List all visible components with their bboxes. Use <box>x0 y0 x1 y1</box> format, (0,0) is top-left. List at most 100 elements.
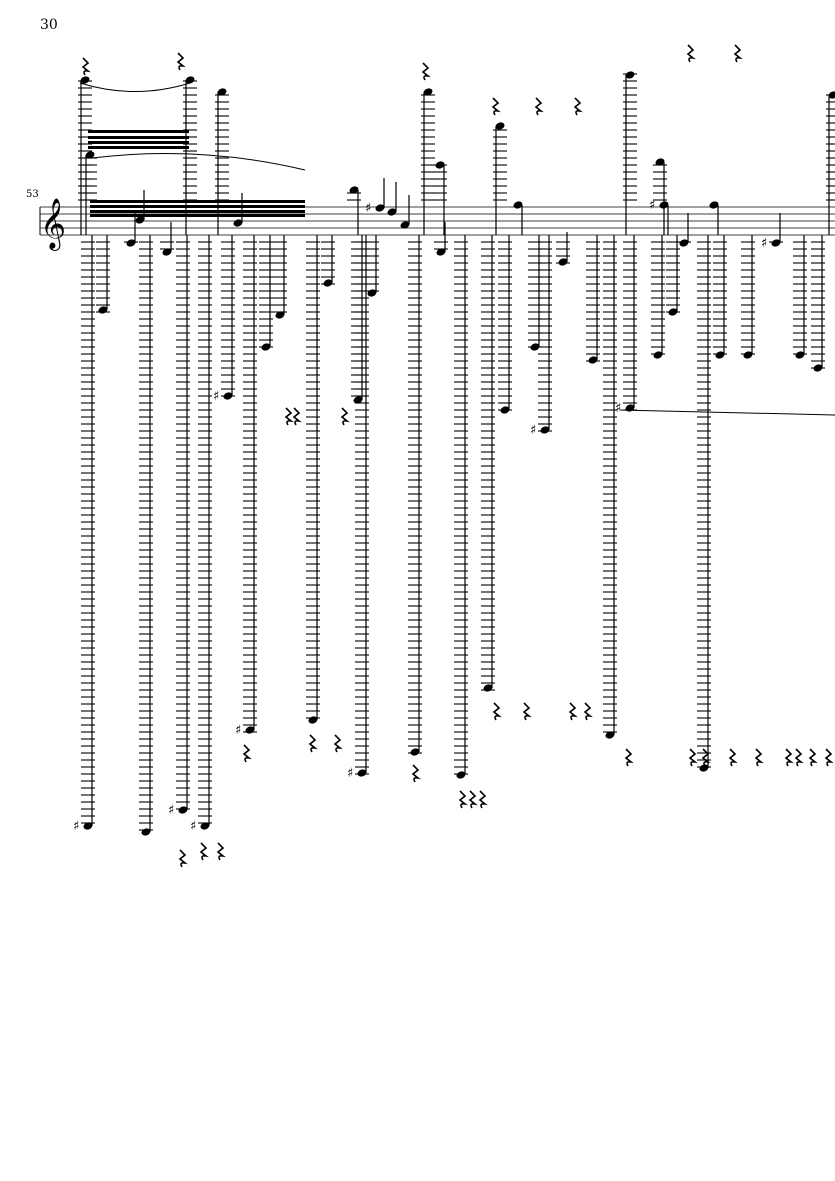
sharp-icon: ♯ <box>530 423 536 438</box>
quarter-rest-icon <box>81 57 91 76</box>
notehead <box>85 151 95 159</box>
quarter-rest-icon <box>733 44 743 63</box>
sharp-icon: ♯ <box>168 803 174 818</box>
notehead <box>558 258 568 266</box>
quarter-rest-icon <box>458 790 468 809</box>
quarter-rest-icon <box>216 842 226 861</box>
notehead <box>513 201 523 209</box>
sharp-icon: ♯ <box>365 201 371 216</box>
quarter-rest-icon <box>794 748 804 767</box>
sharp-icon: ♯ <box>235 723 241 738</box>
notehead <box>659 201 669 209</box>
quarter-rest-icon <box>340 407 350 426</box>
notehead <box>400 221 410 229</box>
notehead <box>540 426 550 434</box>
sharp-icon: ♯ <box>761 236 767 251</box>
beam <box>88 146 189 149</box>
quarter-rest-icon <box>242 744 252 763</box>
slur <box>91 153 306 171</box>
quarter-rest-icon <box>573 97 583 116</box>
notehead <box>625 71 635 79</box>
page-number: 30 <box>40 17 58 33</box>
notehead <box>715 351 725 359</box>
notehead <box>233 219 243 227</box>
quarter-rest-icon <box>411 764 421 783</box>
quarter-rest-icon <box>199 842 209 861</box>
quarter-rest-icon <box>686 44 696 63</box>
sharp-icon: ♯ <box>213 389 219 404</box>
notehead <box>135 216 145 224</box>
measure-number: 53 <box>26 189 39 200</box>
quarter-rest-icon <box>568 702 578 721</box>
quarter-rest-icon <box>784 748 794 767</box>
notehead <box>375 204 385 212</box>
beam <box>88 130 189 133</box>
quarter-rest-icon <box>492 702 502 721</box>
quarter-rest-icon <box>478 790 488 809</box>
quarter-rest-icon <box>333 734 343 753</box>
quarter-rest-icon <box>701 748 711 767</box>
beam <box>88 136 189 139</box>
quarter-rest-icon <box>284 407 294 426</box>
notehead <box>495 122 505 130</box>
quarter-rest-icon <box>824 748 834 767</box>
notehead <box>353 396 363 404</box>
quarter-rest-icon <box>491 97 501 116</box>
notehead <box>349 186 359 194</box>
notehead <box>275 311 285 319</box>
beam <box>90 205 305 208</box>
quarter-rest-icon <box>178 849 188 868</box>
sharp-icon: ♯ <box>615 401 621 416</box>
notehead <box>410 748 420 756</box>
notehead <box>217 88 227 96</box>
sharp-icon: ♯ <box>347 766 353 781</box>
notehead <box>699 764 709 772</box>
notes: ♯ ♯ ♯ ♯ ♯ ♯ ♯ ♯ ♯ ♯ ♯ <box>73 71 835 836</box>
quarter-rest-icon <box>292 407 302 426</box>
notehead <box>436 248 446 256</box>
quarter-rest-icon <box>728 748 738 767</box>
treble-clef-icon: 𝄞 <box>40 198 66 251</box>
notehead <box>771 239 781 247</box>
notehead <box>456 771 466 779</box>
quarter-rest-icon <box>522 702 532 721</box>
sharp-icon: ♯ <box>649 198 655 213</box>
notehead <box>83 822 93 830</box>
quarter-rest-icon <box>688 748 698 767</box>
notehead <box>178 806 188 814</box>
rests <box>81 44 834 868</box>
sharp-icon: ♯ <box>73 819 79 834</box>
quarter-rest-icon <box>583 702 593 721</box>
notehead <box>588 356 598 364</box>
notehead <box>387 208 397 216</box>
quarter-rest-icon <box>176 52 186 71</box>
notehead <box>162 248 172 256</box>
notehead <box>679 239 689 247</box>
notehead <box>185 76 195 84</box>
quarter-rest-icon <box>534 97 544 116</box>
beam <box>88 141 189 144</box>
quarter-rest-icon <box>754 748 764 767</box>
notehead <box>126 239 136 247</box>
beam <box>90 210 305 213</box>
beam <box>90 200 305 203</box>
quarter-rest-icon <box>624 748 634 767</box>
slur <box>619 409 835 416</box>
notehead <box>200 822 210 830</box>
notehead <box>795 351 805 359</box>
notehead <box>323 279 333 287</box>
beam <box>90 214 305 217</box>
notehead <box>605 731 615 739</box>
quarter-rest-icon <box>308 734 318 753</box>
notehead <box>653 351 663 359</box>
notehead <box>423 88 433 96</box>
quarter-rest-icon <box>468 790 478 809</box>
notehead <box>709 201 719 209</box>
quarter-rest-icon <box>421 62 431 81</box>
sharp-icon: ♯ <box>190 819 196 834</box>
notehead <box>357 769 367 777</box>
notehead <box>655 158 665 166</box>
slur <box>79 82 191 92</box>
notehead <box>80 76 90 84</box>
